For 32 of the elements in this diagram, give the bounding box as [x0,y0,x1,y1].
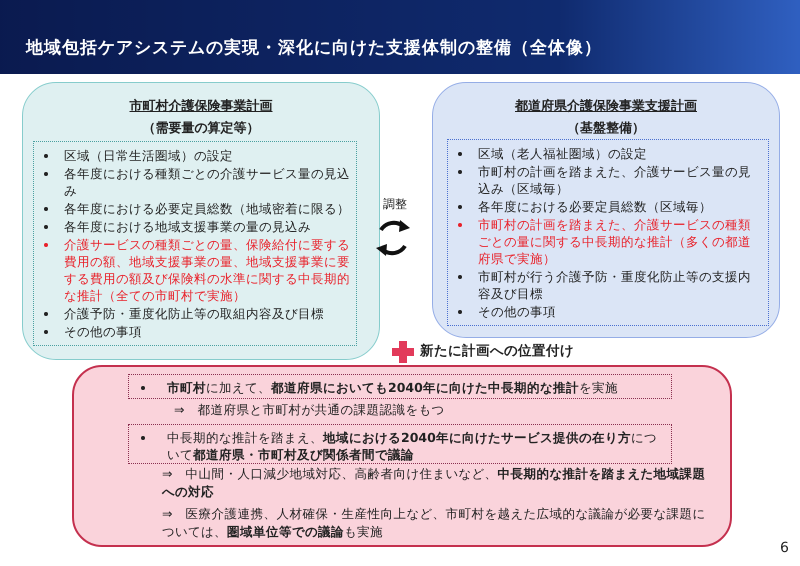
list-item: 各年度における必要定員総数（区域毎） [478,198,712,215]
list-item: 市町村に加えて、都道府県においても2040年に向けた中長期的な推計を実施 [167,379,618,396]
coordination-label: 調整 [383,196,407,213]
section-heading: 新たに計画への位置付け [420,342,574,360]
bullet-box [128,424,672,464]
note-text: ⇒ 都道府県と市町村が共通の課題認識をもつ [174,401,446,419]
list-item: 市町村の計画を踏まえた、介護サービス量の見込み（区域毎） [478,163,752,197]
list-item: 介護サービスの種類ごとの量、保険給付に要する費用の額、地域支援事業の量、地域支援事業に要する費用の額及び保険料の水準に関する中長期的な推計（全ての市町村で実施） [64,236,350,304]
list-item: 介護予防・重度化防止等の取組内容及び目標 [64,305,324,322]
item-list-box [33,141,357,346]
list-item: 区域（日常生活圏域）の設定 [64,147,233,164]
note-text: ⇒ 中山間・人口減少地域対応、高齢者向け住まいなど、中長期的な推計を踏まえた地域課題への対応 [162,465,706,501]
page-number: 6 [780,540,789,556]
list-item: 中長期的な推計を踏まえ、地域における2040年に向けたサービス提供の在り方について都道府県・市町村及び関係者間で議論 [167,429,658,463]
note-text: ⇒ 医療介護連携、人材確保・生産性向上など、市町村を越えた広域的な議論が必要な課題については、圏域単位等での議論も実施 [162,505,706,541]
list-item: 区域（老人福祉圏域）の設定 [478,145,647,162]
panel-heading: 市町村介護保険事業計画 [130,99,272,114]
panel-heading: 都道府県介護保険事業支援計画 [515,99,697,114]
title: 地域包括ケアシステムの実現・深化に向けた支援体制の整備（全体像） [26,37,602,59]
list-item: 市町村が行う介護予防・重度化防止等の支援内容及び目標 [478,268,752,302]
plan-panel [22,82,380,360]
list-item: 各年度における地域支援事業の量の見込み [64,218,311,235]
list-item: 各年度における必要定員総数（地域密着に限る） [64,200,350,217]
panel-heading: （需要量の算定等） [142,121,260,136]
plan-panel [432,82,780,338]
item-list-box [447,139,769,326]
list-item: 各年度における種類ごとの介護サービス量の見込み [64,165,350,199]
panel-heading: （基盤整備） [567,121,645,136]
bullet-box [128,374,672,399]
list-item: その他の事項 [478,303,556,320]
list-item: その他の事項 [64,323,142,340]
list-item: 市町村の計画を踏まえた、介護サービスの種類ごとの量に関する中長期的な推計（多くの都道府県で実施） [478,216,752,267]
